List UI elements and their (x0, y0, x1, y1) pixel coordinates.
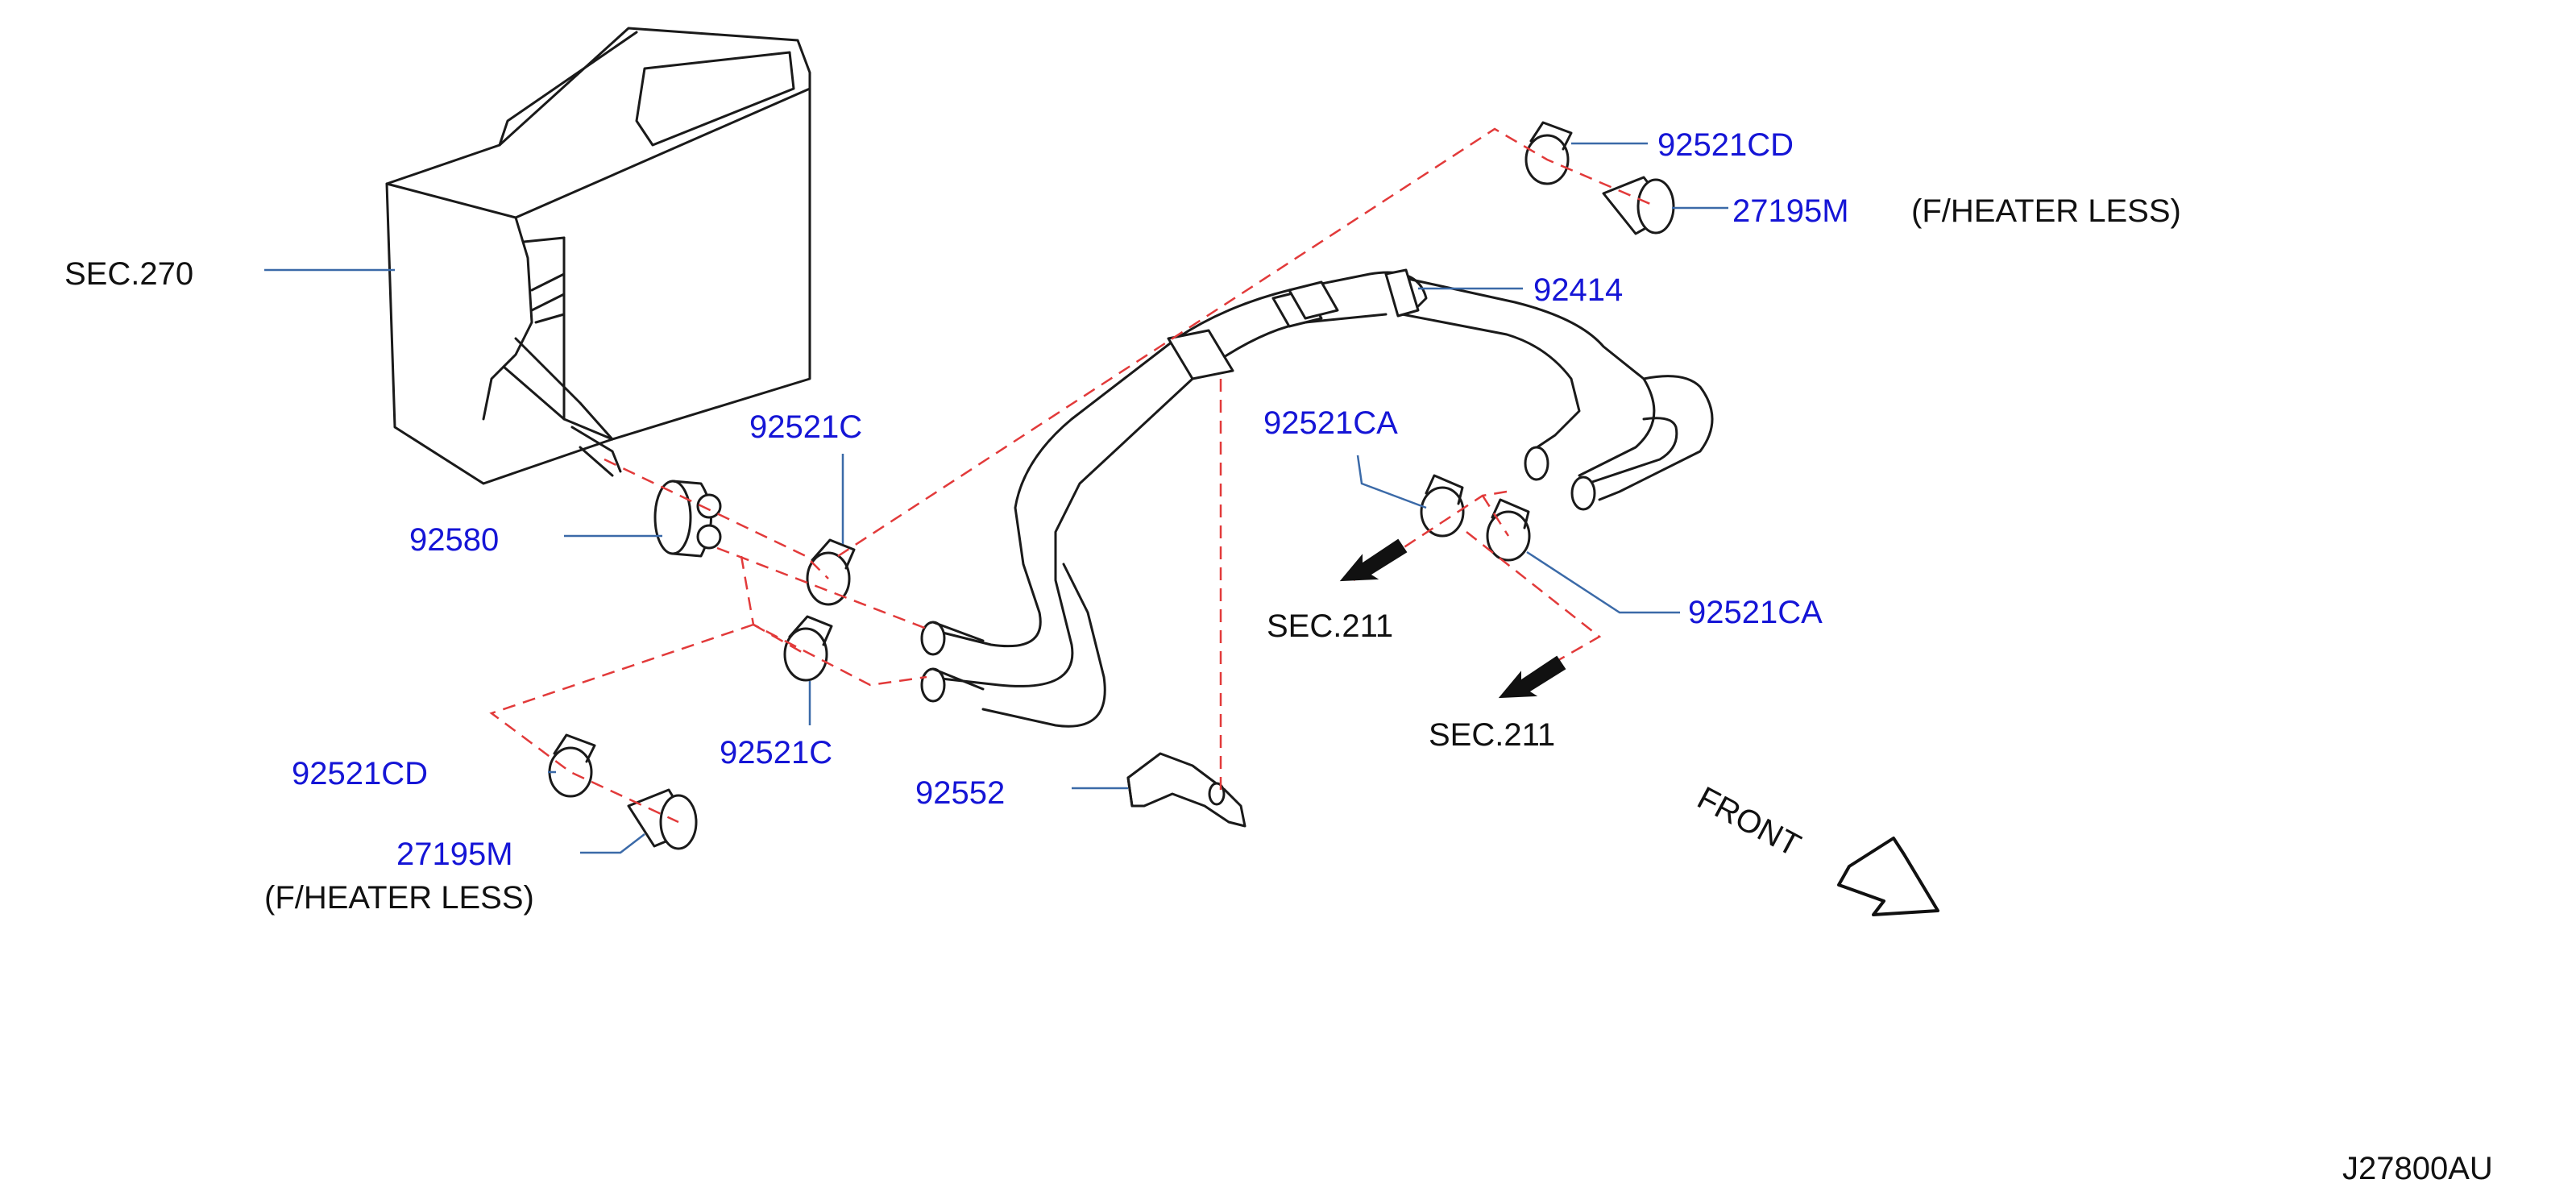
hose-92414 (920, 268, 1714, 728)
fheater-less-top-note: (F/HEATER LESS) (1911, 193, 2181, 229)
clamp-92521c-bottom (783, 615, 833, 682)
clamp-92521ca-left (1420, 474, 1465, 538)
heater-unit (385, 27, 811, 485)
part-92414-label[interactable]: 92414 (1533, 272, 1624, 308)
sec-211-left-label: SEC.211 (1267, 608, 1394, 644)
part-27195m-bottom-label[interactable]: 27195M (396, 837, 513, 872)
clamp-92521cd-bottom (548, 733, 596, 798)
sec-211-right-label: SEC.211 (1429, 717, 1556, 753)
part-92552-label[interactable]: 92552 (915, 775, 1006, 811)
part-92521cd-top-label[interactable]: 92521CD (1657, 127, 1794, 163)
bracket-92552 (1126, 752, 1247, 828)
part-92521c-bottom-label[interactable]: 92521C (720, 735, 833, 770)
part-92521cd-bottom-label[interactable]: 92521CD (292, 756, 429, 791)
part-92521ca-top-label[interactable]: 92521CA (1263, 405, 1398, 441)
cap-27195m-top (1602, 176, 1675, 235)
clamp-92521cd-top (1524, 121, 1573, 185)
leader-lines (264, 142, 1728, 854)
part-27195m-top-label[interactable]: 27195M (1732, 193, 1849, 229)
front-arrow-icon (1837, 837, 1939, 916)
fheater-less-bottom-note: (F/HEATER LESS) (264, 880, 534, 916)
direction-arrow-icon (1339, 538, 1566, 699)
part-92580-label[interactable]: 92580 (409, 522, 500, 558)
diagram-code-label: J27800AU (2342, 1151, 2493, 1186)
clamp-92521ca-right (1486, 498, 1531, 562)
grommet-92580 (653, 480, 722, 558)
part-92521c-top-label[interactable]: 92521C (749, 409, 863, 445)
sec-270-label: SEC.270 (64, 256, 194, 292)
part-92521ca-bottom-label[interactable]: 92521CA (1688, 595, 1823, 630)
